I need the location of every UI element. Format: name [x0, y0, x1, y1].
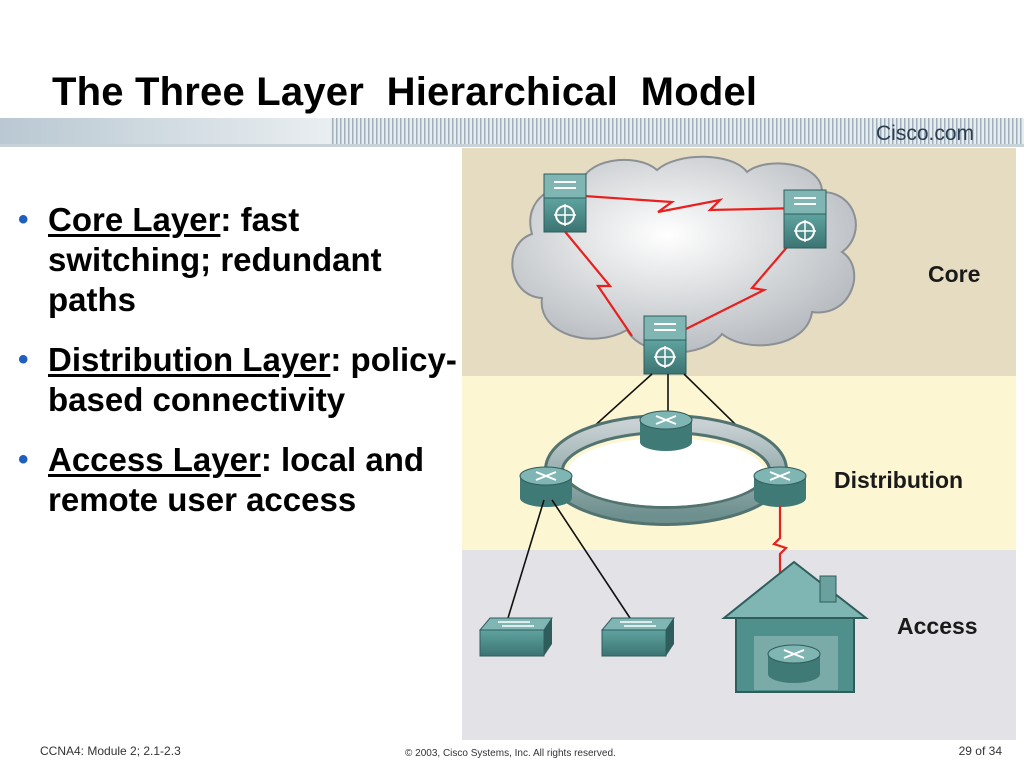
core-switch-top-left: [543, 173, 587, 233]
hierarchy-diagram: Core Distribution Access: [462, 148, 1016, 740]
cisco-brand-logo: Cisco.com: [876, 122, 975, 145]
footer-copyright: © 2003, Cisco Systems, Inc. All rights r…: [405, 748, 616, 759]
core-layer-label: Core: [928, 261, 980, 287]
distribution-layer-label: Distribution: [834, 467, 963, 493]
distribution-router-top: [639, 410, 693, 451]
slide-title: The Three Layer Hierarchical Model: [52, 70, 758, 114]
bullet-dot-icon: •: [18, 203, 29, 236]
bullet-text: : fast switching; redundant paths: [48, 201, 382, 318]
bullet-dot-icon: •: [18, 443, 29, 476]
distribution-router-right: [753, 466, 807, 507]
distribution-router-left: [519, 466, 573, 507]
bullet-item-access: • Access Layer: local and remote user ac…: [18, 440, 458, 520]
stripe-graphic: [0, 118, 1024, 147]
footer-page-number: 29 of 34: [958, 744, 1002, 758]
distribution-access-links: [507, 499, 631, 619]
access-switch-right: [600, 617, 675, 657]
access-switch-left: [478, 617, 553, 657]
core-cloud: [511, 155, 857, 354]
core-redundant-links: [561, 194, 803, 337]
bullet-text: : local and remote user access: [48, 441, 425, 518]
footer-course-label: CCNA4: Module 2; 2.1-2.3: [40, 744, 181, 758]
hierarchy-diagram-svg: Core Distribution Access: [462, 148, 1016, 740]
access-layer-label: Access: [897, 613, 978, 639]
header-stripe-band: [0, 118, 1024, 148]
bullet-item-distribution: • Distribution Layer: policy-based conne…: [18, 340, 458, 420]
core-switch-top-right: [783, 189, 827, 249]
bullet-text: : policy-based connectivity: [48, 341, 457, 418]
core-switch-bottom: [643, 315, 687, 375]
bullet-term: Core Layer: [48, 201, 221, 238]
remote-wan-link: [771, 506, 789, 580]
bullet-term: Distribution Layer: [48, 341, 331, 378]
bullet-list: • Core Layer: fast switching; redundant …: [18, 200, 458, 540]
bullet-term: Access Layer: [48, 441, 261, 478]
remote-office-house-icon: [721, 560, 869, 693]
bullet-item-core: • Core Layer: fast switching; redundant …: [18, 200, 458, 320]
bullet-dot-icon: •: [18, 343, 29, 376]
